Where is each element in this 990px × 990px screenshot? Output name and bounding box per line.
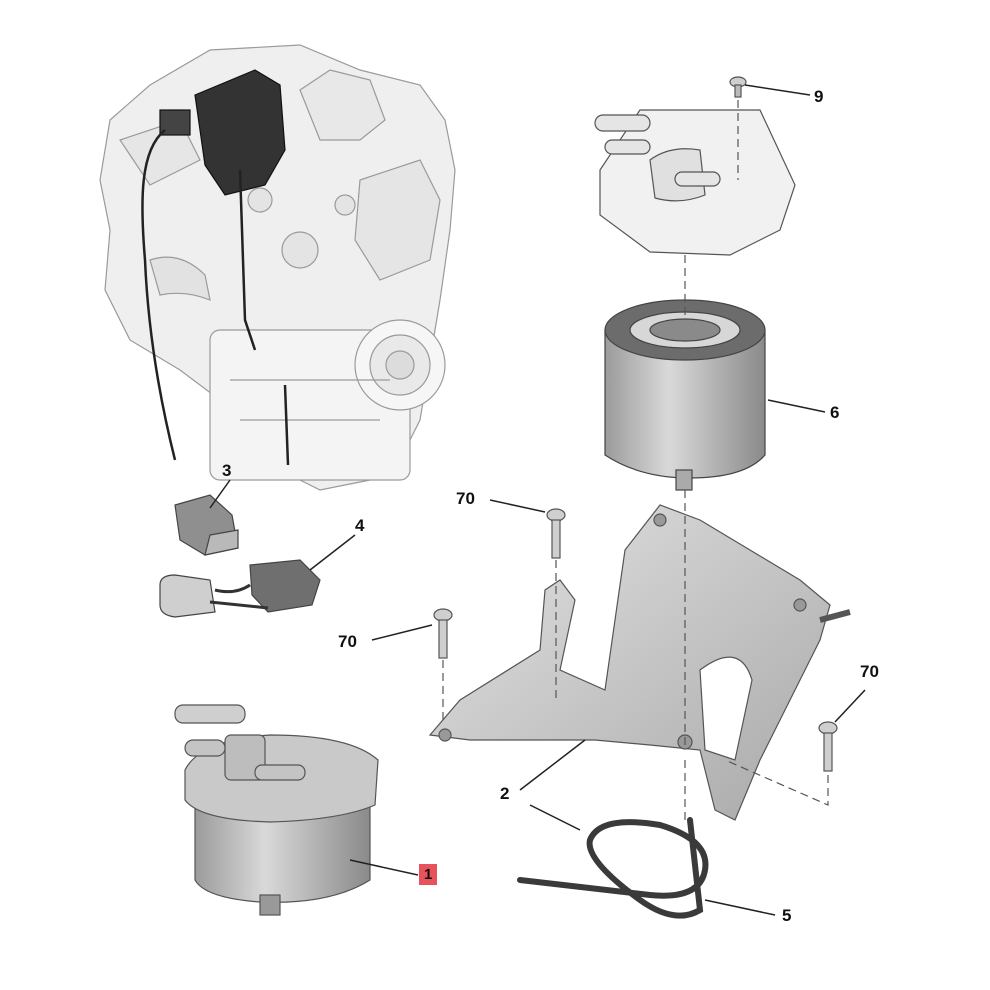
bolt-b [433, 608, 453, 659]
engine-block [99, 44, 456, 491]
part-2-bracket [428, 504, 851, 821]
bolts-70 [433, 508, 838, 772]
callout-4: 4 [355, 516, 365, 535]
callout-70-right: 70 [860, 662, 879, 681]
wiring-harness [141, 129, 290, 466]
assembly-lines [442, 100, 829, 825]
bolt-a [546, 508, 566, 559]
bolt-c [818, 721, 838, 772]
callout-3: 3 [222, 461, 232, 480]
callout-5: 5 [782, 906, 792, 925]
part-5-hose [517, 817, 709, 919]
part-4-connector [159, 559, 321, 618]
part-9-screw [729, 76, 747, 98]
part-3-sensor [174, 494, 239, 556]
leader-lines [209, 84, 866, 916]
callout-6: 6 [830, 403, 840, 422]
callout-2: 2 [500, 784, 510, 803]
callout-70-left: 70 [338, 632, 357, 651]
part-1-fuel-filter [174, 704, 379, 916]
callout-9: 9 [814, 87, 824, 106]
callout-70-top: 70 [456, 489, 475, 508]
callout-1-highlighted: 1 [419, 864, 438, 885]
filter-head [594, 109, 796, 256]
part-6-filter-element [604, 299, 766, 491]
